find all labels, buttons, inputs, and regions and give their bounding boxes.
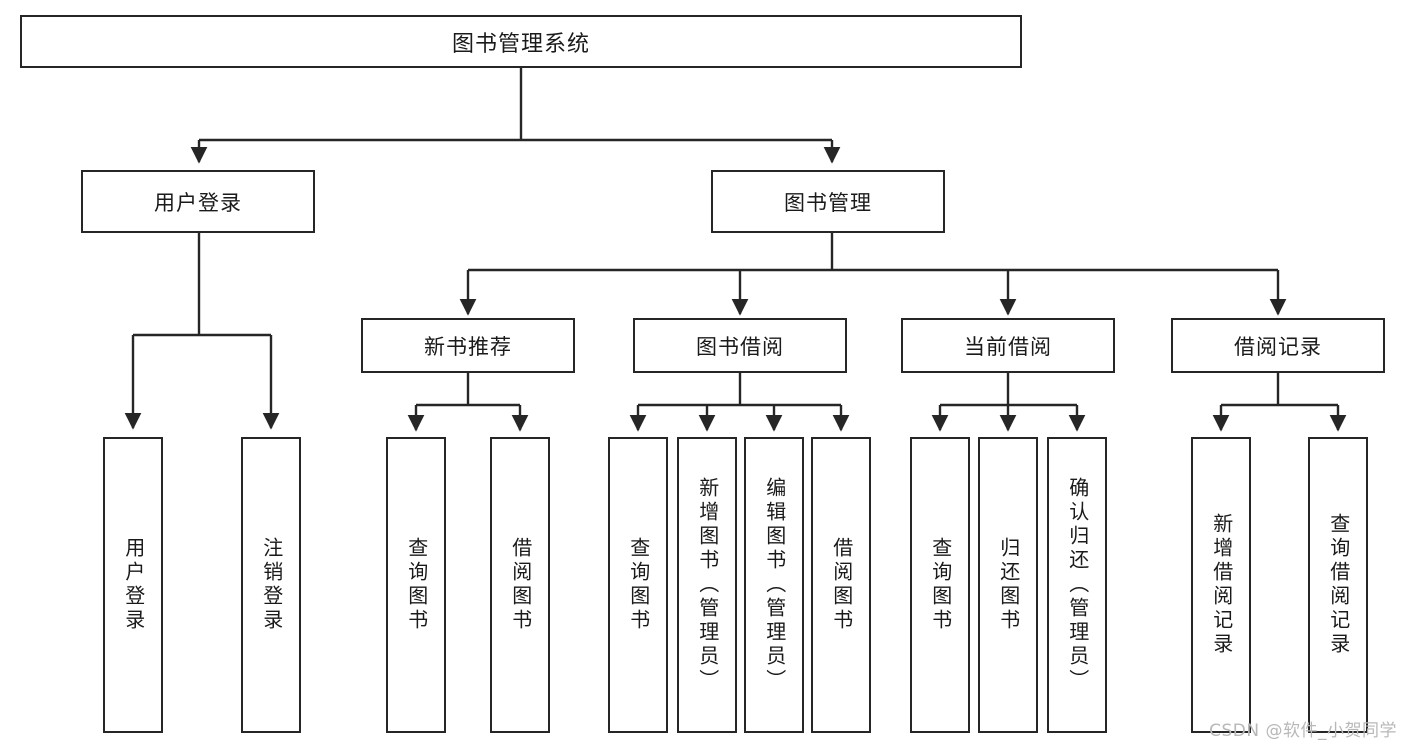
- leaf-new-book-2-label: 借阅图书: [508, 537, 533, 633]
- leaf-book-borrow-2[interactable]: 新增图书（管理员）: [677, 437, 737, 733]
- leaf-current-borrow-3-label: 确认归还（管理员）: [1065, 477, 1090, 693]
- leaf-new-book-1-label: 查询图书: [404, 537, 429, 633]
- leaf-book-borrow-4-label: 借阅图书: [829, 537, 854, 633]
- leaf-borrow-records-2[interactable]: 查询借阅记录: [1308, 437, 1368, 733]
- leaf-borrow-records-2-label: 查询借阅记录: [1326, 513, 1351, 657]
- node-root[interactable]: 图书管理系统: [20, 15, 1022, 68]
- node-current-borrow[interactable]: 当前借阅: [901, 318, 1115, 373]
- leaf-current-borrow-1-label: 查询图书: [928, 537, 953, 633]
- node-book-borrow-label: 图书借阅: [696, 334, 784, 359]
- node-user-login-label: 用户登录: [154, 190, 242, 215]
- node-current-borrow-label: 当前借阅: [964, 334, 1052, 359]
- leaf-user-login-2[interactable]: 注销登录: [241, 437, 301, 733]
- leaf-current-borrow-1[interactable]: 查询图书: [910, 437, 970, 733]
- leaf-current-borrow-3[interactable]: 确认归还（管理员）: [1047, 437, 1107, 733]
- leaf-new-book-1[interactable]: 查询图书: [386, 437, 446, 733]
- leaf-user-login-2-label: 注销登录: [259, 537, 284, 633]
- leaf-user-login-1-label: 用户登录: [121, 537, 146, 633]
- node-user-login[interactable]: 用户登录: [81, 170, 315, 233]
- leaf-current-borrow-2-label: 归还图书: [996, 537, 1021, 633]
- node-book-borrow[interactable]: 图书借阅: [633, 318, 847, 373]
- node-new-book-recommend-label: 新书推荐: [424, 334, 512, 359]
- leaf-book-borrow-3-label: 编辑图书（管理员）: [762, 477, 787, 693]
- leaf-book-borrow-4[interactable]: 借阅图书: [811, 437, 871, 733]
- leaf-borrow-records-1-label: 新增借阅记录: [1209, 513, 1234, 657]
- watermark: CSDN @软件_小贺同学: [1209, 721, 1397, 741]
- leaf-book-borrow-2-label: 新增图书（管理员）: [695, 477, 720, 693]
- leaf-borrow-records-1[interactable]: 新增借阅记录: [1191, 437, 1251, 733]
- leaf-book-borrow-1-label: 查询图书: [626, 537, 651, 633]
- node-root-label: 图书管理系统: [451, 31, 590, 57]
- leaf-new-book-2[interactable]: 借阅图书: [490, 437, 550, 733]
- leaf-book-borrow-3[interactable]: 编辑图书（管理员）: [744, 437, 804, 733]
- node-borrow-records[interactable]: 借阅记录: [1171, 318, 1385, 373]
- node-new-book-recommend[interactable]: 新书推荐: [361, 318, 575, 373]
- node-borrow-records-label: 借阅记录: [1234, 334, 1322, 359]
- leaf-book-borrow-1[interactable]: 查询图书: [608, 437, 668, 733]
- leaf-current-borrow-2[interactable]: 归还图书: [978, 437, 1038, 733]
- node-book-manage-label: 图书管理: [784, 190, 872, 215]
- leaf-user-login-1[interactable]: 用户登录: [103, 437, 163, 733]
- node-book-manage[interactable]: 图书管理: [711, 170, 945, 233]
